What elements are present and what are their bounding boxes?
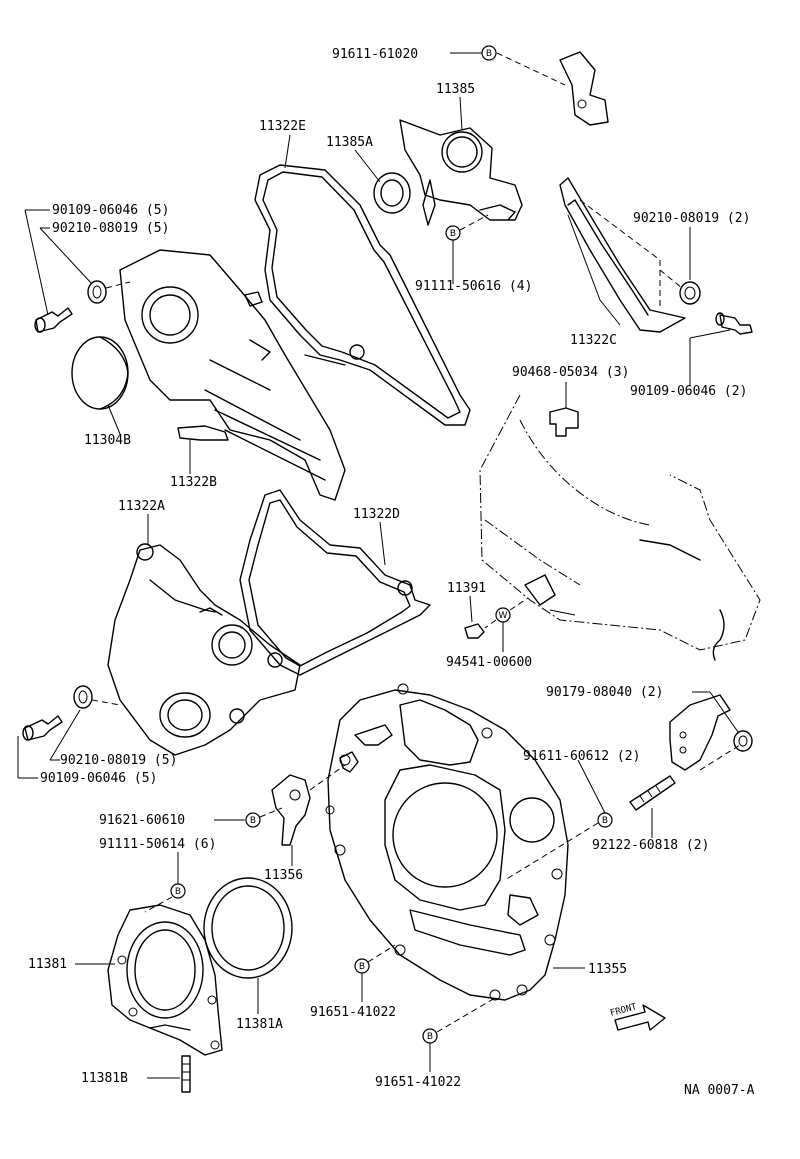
label-11322D: 11322D — [353, 507, 400, 522]
part-11322D-gasket — [239, 489, 431, 676]
part-11355-plate — [325, 683, 569, 1001]
part-washer-right — [679, 281, 701, 305]
label-91651-41022-a: 91651-41022 — [310, 1005, 396, 1020]
svg-text:B: B — [450, 229, 456, 239]
part-clip — [549, 407, 579, 437]
part-11391-bolt — [464, 623, 485, 639]
part-washer-topleft — [87, 280, 107, 304]
badge-bolt: B — [354, 958, 370, 974]
label-94541-00600: 94541-00600 — [446, 655, 532, 670]
label-11304B: 11304B — [84, 433, 131, 448]
part-bolt-botleft — [22, 715, 63, 741]
label-91621-60610: 91621-60610 — [99, 813, 185, 828]
part-11322E-gasket — [254, 164, 471, 426]
label-11381B: 11381B — [81, 1071, 128, 1086]
part-end-bracket — [669, 694, 731, 771]
reference-code: NA 0007-A — [684, 1083, 755, 1098]
part-11385-plate — [399, 119, 523, 226]
label-91111-50616: 91111-50616 (4) — [415, 279, 532, 294]
part-11304B-cap — [71, 336, 129, 410]
svg-text:B: B — [427, 1032, 433, 1042]
label-11355: 11355 — [588, 962, 627, 977]
label-91651-41022-b: 91651-41022 — [375, 1075, 461, 1090]
label-91611-60612: 91611-60612 (2) — [523, 749, 640, 764]
part-11381-retainer — [107, 904, 223, 1056]
badge-washer: W — [495, 607, 511, 623]
engine-block-outline — [479, 394, 761, 661]
label-90109-06046-5-bot: 90109-06046 (5) — [40, 771, 157, 786]
svg-text:B: B — [250, 816, 256, 826]
label-90179-08040: 90179-08040 (2) — [546, 685, 663, 700]
part-11356-bracket — [271, 751, 359, 846]
part-bracket-top — [559, 51, 609, 126]
part-bolt-right — [715, 312, 753, 335]
part-11322A-cover — [107, 543, 301, 756]
label-90468-05034: 90468-05034 (3) — [512, 365, 629, 380]
part-11322C-cover — [559, 177, 686, 333]
part-washer-botleft — [73, 685, 93, 709]
front-arrow — [614, 1004, 666, 1031]
part-nut — [733, 730, 753, 752]
svg-text:B: B — [359, 962, 365, 972]
label-90109-06046-2: 90109-06046 (2) — [630, 384, 747, 399]
label-90210-08019-5-bot: 90210-08019 (5) — [60, 753, 177, 768]
part-11322B-cover — [119, 249, 346, 501]
label-11385A: 11385A — [326, 135, 373, 150]
svg-text:B: B — [602, 816, 608, 826]
svg-text:B: B — [175, 887, 181, 897]
part-11381B-stud — [181, 1055, 191, 1093]
badge-bolt: B — [422, 1028, 438, 1044]
front-label: FRONT — [609, 1002, 638, 1019]
badge-bolt: B — [445, 225, 461, 241]
label-90210-08019-5-top: 90210-08019 (5) — [52, 221, 169, 236]
part-bolt-topleft — [34, 307, 73, 333]
part-11381A-seal — [203, 877, 293, 979]
label-11322B: 11322B — [170, 475, 217, 490]
label-11356: 11356 — [264, 868, 303, 883]
badge-bolt: B — [170, 883, 186, 899]
label-11381: 11381 — [28, 957, 67, 972]
label-11385: 11385 — [436, 82, 475, 97]
badge-bolt: B — [597, 812, 613, 828]
label-91611-61020: 91611-61020 — [332, 47, 418, 62]
label-11322E: 11322E — [259, 119, 306, 134]
label-11322C: 11322C — [570, 333, 617, 348]
label-11322A: 11322A — [118, 499, 165, 514]
label-91111-50614: 91111-50614 (6) — [99, 837, 216, 852]
badge-bolt: B — [481, 45, 497, 61]
label-11391: 11391 — [447, 581, 486, 596]
label-11381A: 11381A — [236, 1017, 283, 1032]
label-90210-08019-2: 90210-08019 (2) — [633, 211, 750, 226]
label-90109-06046-5-top: 90109-06046 (5) — [52, 203, 169, 218]
part-11385A-seal — [373, 172, 411, 214]
svg-text:W: W — [499, 611, 508, 621]
label-92122-60818: 92122-60818 (2) — [592, 838, 709, 853]
svg-text:B: B — [486, 49, 492, 59]
part-stud — [629, 775, 676, 811]
badge-bolt: B — [245, 812, 261, 828]
